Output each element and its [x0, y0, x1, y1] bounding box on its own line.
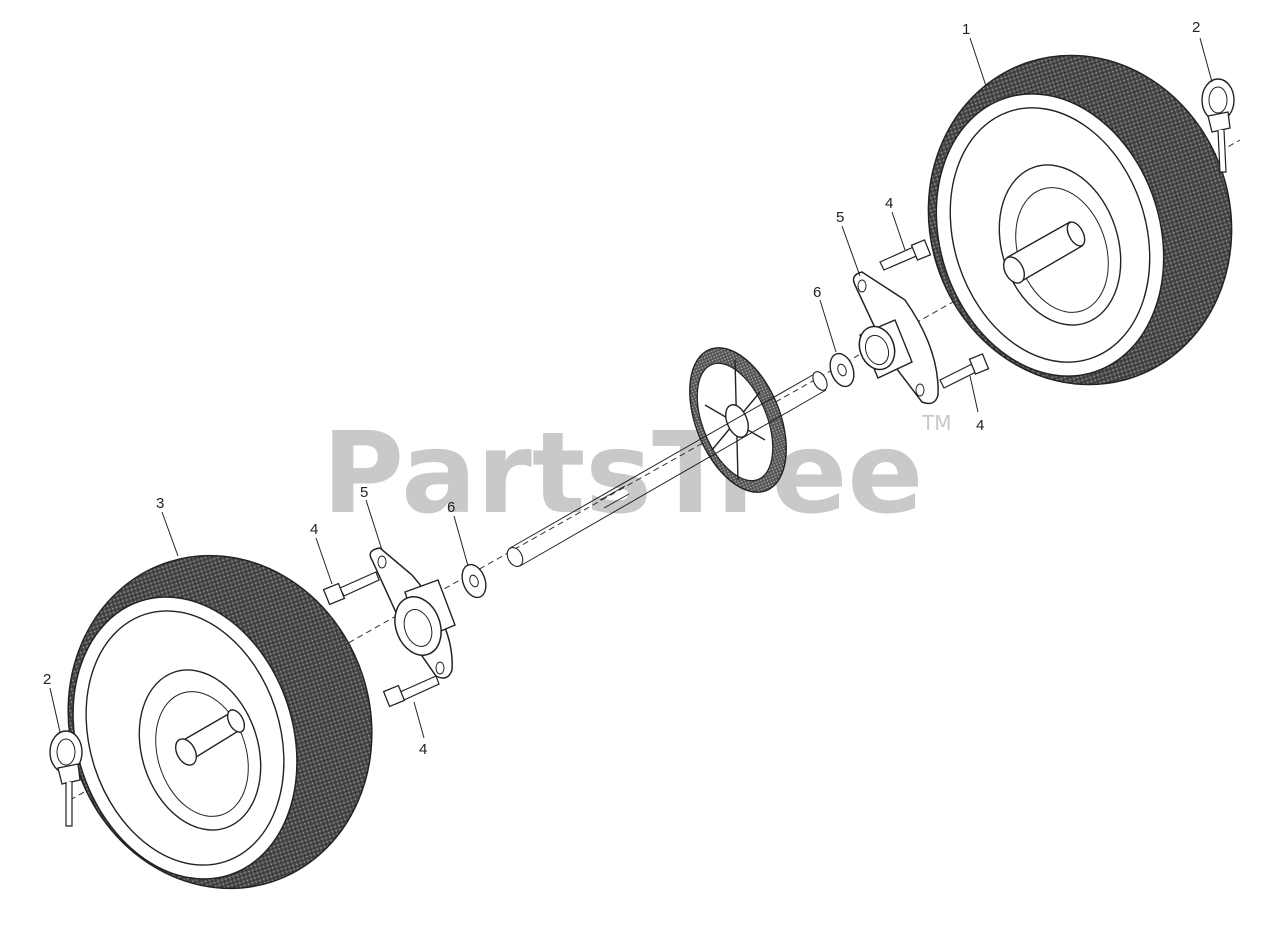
callout-wheel-left: 3 — [156, 495, 164, 512]
callout-washer-right: 6 — [813, 284, 821, 301]
callout-bolt-right-bottom: 4 — [976, 417, 984, 434]
callout-labels: 1 2 5 4 6 4 3 5 4 6 2 4 — [43, 19, 1200, 758]
watermark-trademark: TM — [921, 411, 951, 435]
callout-wheel-right: 1 — [962, 21, 970, 38]
lynch-pin-left — [49, 730, 83, 827]
watermark: PartsTree TM — [322, 409, 951, 539]
bolt-left-top — [322, 571, 380, 606]
washer-right — [829, 352, 855, 388]
callout-bolt-left-bottom: 4 — [419, 741, 427, 758]
callout-pin-right: 2 — [1192, 19, 1200, 36]
callout-flange-left: 5 — [360, 484, 368, 501]
callout-flange-right: 5 — [836, 209, 844, 226]
wheel-left — [67, 554, 373, 890]
wheel-right — [927, 54, 1233, 386]
leader-lines — [49, 37, 1213, 739]
callout-washer-left: 6 — [447, 499, 455, 516]
flange-bearing-right — [852, 271, 939, 405]
flange-bearing-left — [369, 547, 456, 679]
callout-bolt-left-top: 4 — [310, 521, 318, 538]
callout-bolt-right-top: 4 — [885, 195, 893, 212]
axle-gear — [689, 347, 787, 493]
watermark-text: PartsTree — [322, 409, 923, 539]
lynch-pin-right — [1201, 78, 1235, 173]
axle-shaft — [506, 371, 828, 567]
bolt-right-top — [879, 239, 932, 271]
bolt-left-bottom — [382, 675, 440, 708]
washer-left — [461, 563, 487, 599]
bolt-right-bottom — [939, 353, 990, 389]
callout-pin-left: 2 — [43, 671, 51, 688]
